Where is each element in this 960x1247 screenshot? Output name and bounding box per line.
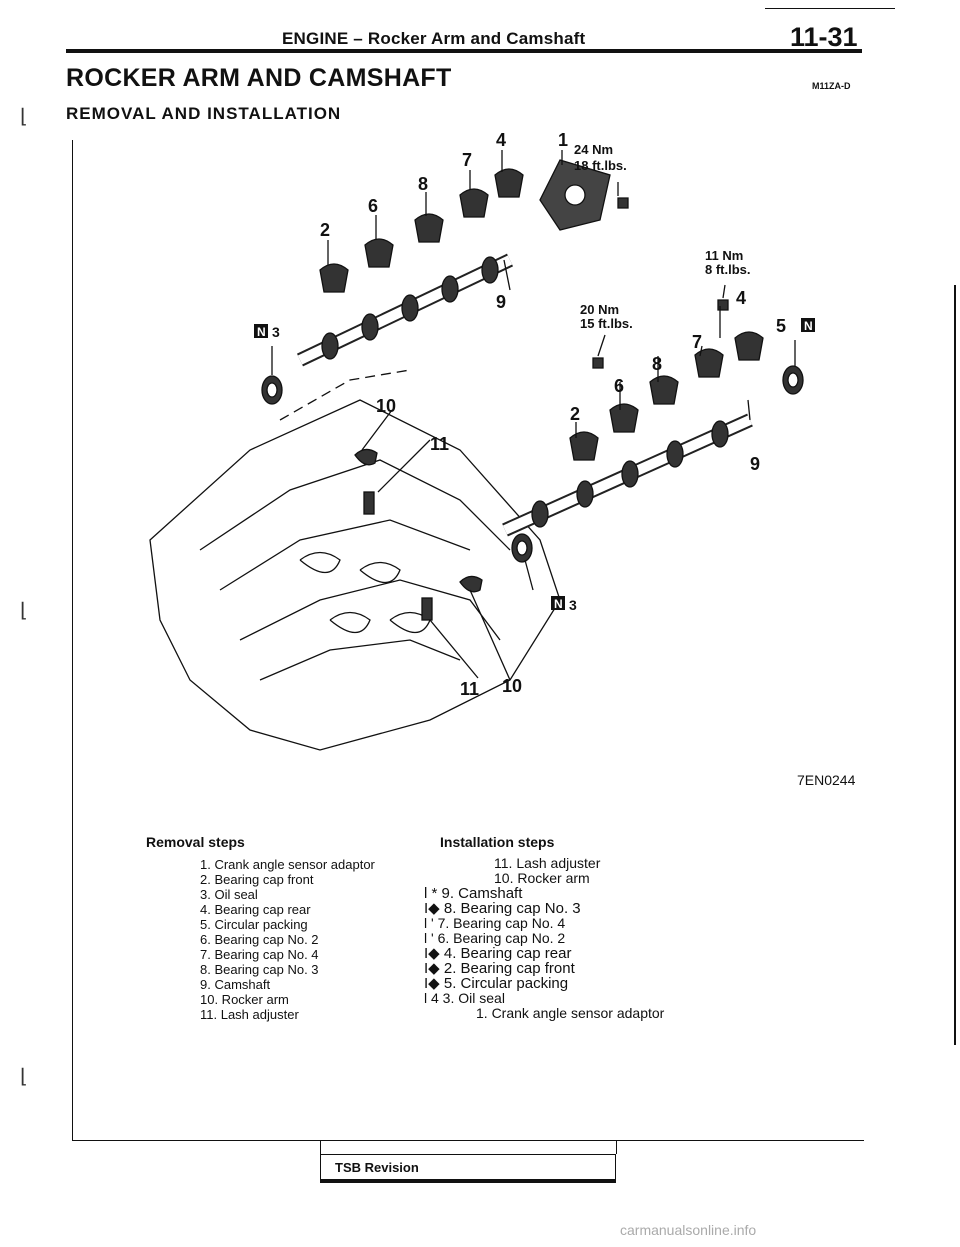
cylinder-head-outline xyxy=(149,399,561,751)
svg-text:9: 9 xyxy=(496,292,506,312)
svg-text:5: 5 xyxy=(776,316,786,336)
camshaft-left xyxy=(296,253,514,367)
svg-text:2: 2 xyxy=(570,404,580,424)
svg-text:N: N xyxy=(257,325,266,339)
page-number: 11-31 xyxy=(790,22,858,52)
bearing-caps-right xyxy=(569,331,764,461)
binder-mark: ⌊ xyxy=(20,1066,28,1088)
new-part-badges: N 3 N N 3 xyxy=(254,318,815,613)
list-item: 3. Oil seal xyxy=(200,887,258,902)
list-item: 1. Crank angle sensor adaptor xyxy=(476,1005,665,1021)
list-item: l ' 6. Bearing cap No. 2 xyxy=(424,930,566,946)
list-item: l 4 3. Oil seal xyxy=(424,990,505,1006)
svg-text:18 ft.lbs.: 18 ft.lbs. xyxy=(574,158,627,173)
section-subtitle: REMOVAL AND INSTALLATION xyxy=(66,104,342,123)
svg-text:6: 6 xyxy=(368,196,378,216)
list-item: 11. Lash adjuster xyxy=(200,1007,299,1022)
svg-text:N: N xyxy=(804,319,813,333)
svg-text:1: 1 xyxy=(558,130,568,150)
svg-text:4: 4 xyxy=(496,130,506,150)
binder-mark: ⌊ xyxy=(20,106,28,128)
list-item: I◆ 2. Bearing cap front xyxy=(424,960,575,977)
removal-steps-list: 1. Crank angle sensor adaptor 2. Bearing… xyxy=(200,857,375,1022)
rocker-arm xyxy=(354,448,378,466)
svg-text:6: 6 xyxy=(614,376,624,396)
svg-text:24 Nm: 24 Nm xyxy=(574,142,613,157)
svg-text:8: 8 xyxy=(652,354,662,374)
svg-text:9: 9 xyxy=(750,454,760,474)
svg-text:7: 7 xyxy=(462,150,472,170)
svg-text:10: 10 xyxy=(502,676,522,696)
svg-text:2: 2 xyxy=(320,220,330,240)
list-item: 2. Bearing cap front xyxy=(200,872,314,887)
header-top-line xyxy=(765,8,895,9)
svg-text:N: N xyxy=(554,597,563,611)
header-title: ENGINE – Rocker Arm and Camshaft xyxy=(282,29,586,48)
list-item: 8. Bearing cap No. 3 xyxy=(200,962,319,977)
exploded-diagram: 2 6 8 7 4 1 9 10 11 11 10 2 6 8 7 4 9 5 … xyxy=(149,130,815,751)
list-item: 10. Rocker arm xyxy=(200,992,289,1007)
removal-heading: Removal steps xyxy=(146,834,245,850)
svg-text:3: 3 xyxy=(569,597,577,613)
list-item: 9. Camshaft xyxy=(200,977,271,992)
list-item: 4. Bearing cap rear xyxy=(200,902,311,917)
bearing-caps-left xyxy=(319,168,524,293)
svg-text:3: 3 xyxy=(272,324,280,340)
footer-rule xyxy=(72,1140,864,1141)
svg-text:4: 4 xyxy=(736,288,746,308)
svg-text:11: 11 xyxy=(460,679,479,699)
svg-text:7: 7 xyxy=(692,332,702,352)
tsb-revision-box: TSB Revision xyxy=(320,1154,616,1180)
list-item: l * 9. Camshaft xyxy=(424,885,523,902)
installation-steps-list: 11. Lash adjuster 10. Rocker arm l * 9. … xyxy=(424,856,664,1021)
svg-text:20 Nm: 20 Nm xyxy=(580,302,619,317)
svg-text:11: 11 xyxy=(430,434,449,454)
svg-text:10: 10 xyxy=(376,396,396,416)
list-item: I◆ 4. Bearing cap rear xyxy=(424,945,572,962)
svg-text:15 ft.lbs.: 15 ft.lbs. xyxy=(580,316,633,331)
svg-text:8 ft.lbs.: 8 ft.lbs. xyxy=(705,262,751,277)
list-item: l ' 7. Bearing cap No. 4 xyxy=(424,915,566,931)
footer-tick xyxy=(616,1140,617,1154)
section-code: M11ZA-D xyxy=(812,81,851,91)
binder-mark: ⌊ xyxy=(20,600,28,622)
left-frame-line xyxy=(72,140,73,1140)
section-title: ROCKER ARM AND CAMSHAFT xyxy=(66,64,452,92)
figure-code: 7EN0244 xyxy=(797,772,856,788)
lash-adjuster xyxy=(363,491,375,515)
svg-text:11 Nm: 11 Nm xyxy=(705,248,743,263)
svg-text:8: 8 xyxy=(418,174,428,194)
list-item: 7. Bearing cap No. 4 xyxy=(200,947,319,962)
camshaft-right xyxy=(502,413,753,537)
footer-tick xyxy=(320,1140,321,1154)
list-item: I◆ 8. Bearing cap No. 3 xyxy=(424,900,581,917)
list-item: 6. Bearing cap No. 2 xyxy=(200,932,319,947)
list-item: I◆ 5. Circular packing xyxy=(424,975,569,992)
list-item: 5. Circular packing xyxy=(200,917,308,932)
list-item: 1. Crank angle sensor adaptor xyxy=(200,857,375,872)
list-item: 10. Rocker arm xyxy=(494,870,590,886)
installation-heading: Installation steps xyxy=(440,834,555,850)
right-edge-line xyxy=(954,285,956,1045)
list-item: 11. Lash adjuster xyxy=(494,855,601,871)
header-rule xyxy=(66,49,862,53)
tsb-underline xyxy=(320,1180,616,1183)
watermark: carmanualsonline.info xyxy=(620,1222,757,1238)
